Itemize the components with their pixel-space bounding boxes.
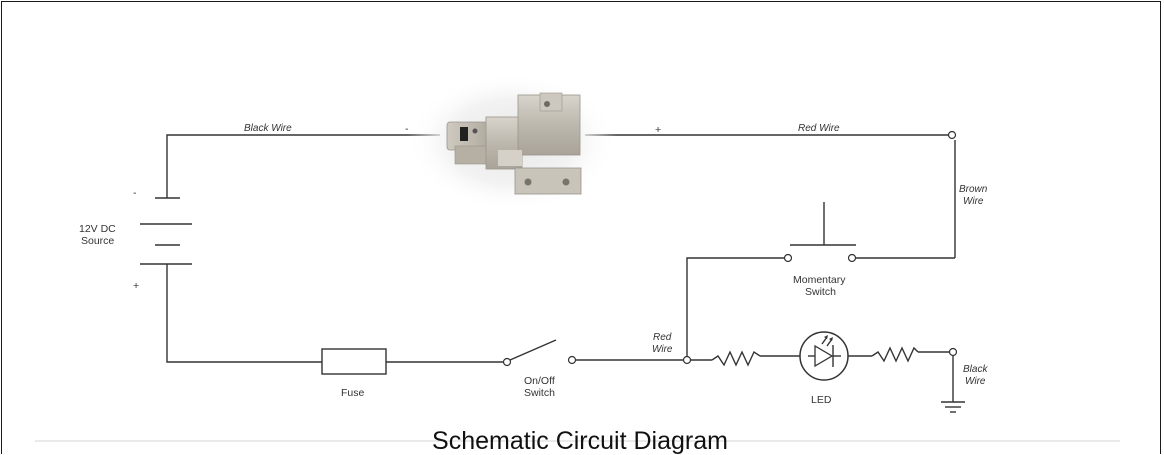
onoff-switch-symbol bbox=[502, 339, 577, 367]
momentary-switch-symbol bbox=[783, 202, 857, 263]
label-red-wire-mid-line1: Red bbox=[653, 332, 672, 343]
fuse-symbol bbox=[321, 348, 387, 375]
label-plus-top: + bbox=[655, 124, 661, 136]
junction-node bbox=[682, 355, 692, 365]
label-red-wire-mid-line2: Wire bbox=[652, 344, 673, 355]
wires bbox=[166, 134, 956, 402]
resistor-2-symbol bbox=[871, 346, 919, 363]
label-brown-wire-line2: Wire bbox=[963, 196, 984, 207]
label-battery-minus: - bbox=[133, 187, 137, 199]
label-fuse: Fuse bbox=[341, 387, 365, 399]
label-onoff-line1: On/Off bbox=[524, 375, 555, 387]
terminal-top-right bbox=[947, 130, 957, 140]
led-symbol bbox=[799, 331, 849, 381]
label-minus-top: - bbox=[405, 123, 409, 135]
battery-symbol bbox=[140, 197, 192, 278]
label-onoff-line2: Switch bbox=[524, 387, 555, 399]
label-battery-line1: 12V DC bbox=[79, 223, 116, 235]
label-battery-line2: Source bbox=[81, 235, 114, 247]
black-wire-top bbox=[166, 134, 440, 198]
battery-to-fuse-wire bbox=[166, 278, 322, 363]
relay-component-image bbox=[407, 72, 617, 212]
label-battery-plus: + bbox=[133, 280, 139, 292]
label-black-wire-ground-line1: Black bbox=[963, 364, 988, 375]
label-momentary-line2: Switch bbox=[805, 286, 836, 298]
label-momentary-line1: Momentary bbox=[793, 274, 846, 286]
terminal-ground bbox=[948, 347, 958, 357]
resistor-1-symbol bbox=[711, 350, 761, 367]
label-red-wire-top: Red Wire bbox=[798, 123, 840, 134]
label-led: LED bbox=[811, 394, 832, 406]
diagram-caption: Schematic Circuit Diagram bbox=[432, 427, 728, 455]
ground-symbol bbox=[941, 401, 965, 413]
switch-left-wire bbox=[686, 257, 784, 356]
label-black-wire-ground-line2: Wire bbox=[965, 376, 986, 387]
label-black-wire-top: Black Wire bbox=[244, 123, 292, 134]
label-brown-wire-line1: Brown bbox=[959, 184, 988, 195]
